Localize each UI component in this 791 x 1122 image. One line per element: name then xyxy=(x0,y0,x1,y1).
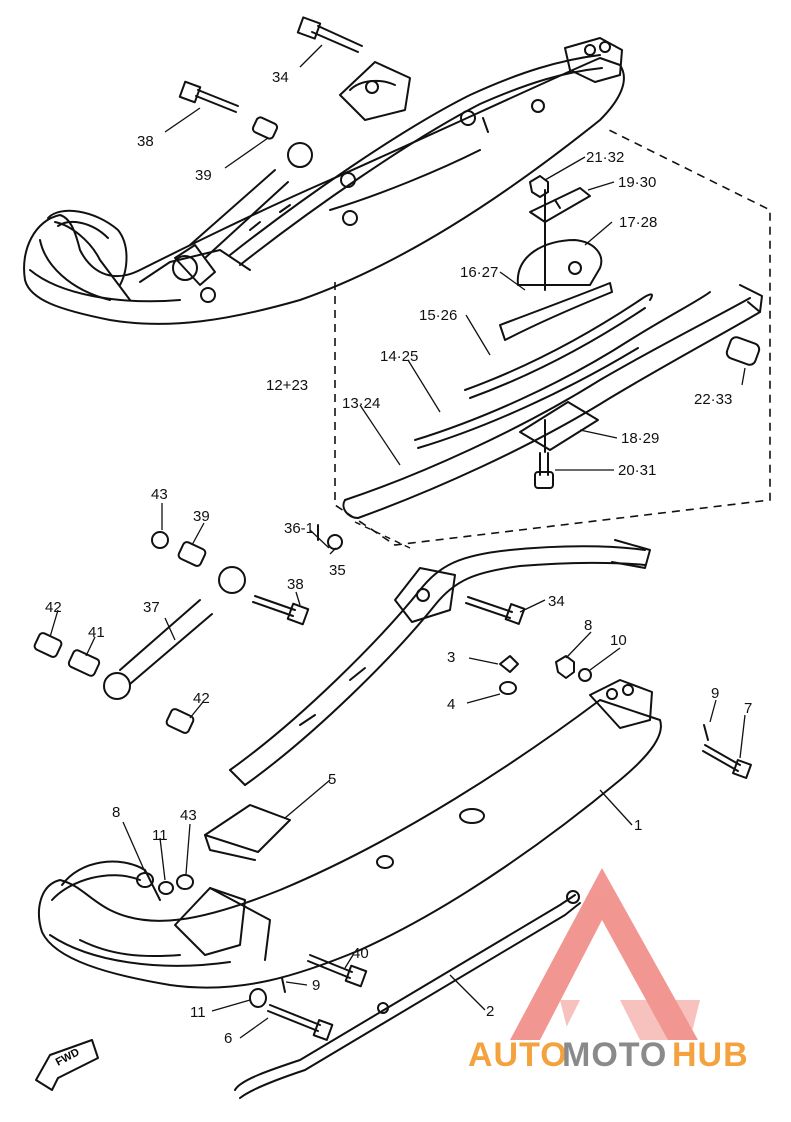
callout-39-mid: 39 xyxy=(193,508,210,525)
callout-40: 40 xyxy=(352,945,369,962)
callout-37: 37 xyxy=(143,599,160,616)
callout-10: 10 xyxy=(610,632,627,649)
callout-42-left: 42 xyxy=(45,599,62,616)
callout-39-top: 39 xyxy=(195,167,212,184)
callout-22-33: 22·33 xyxy=(694,391,732,408)
callout-14-25: 14·25 xyxy=(380,348,418,365)
callout-20-31: 20·31 xyxy=(618,462,656,479)
callout-11-lower: 11 xyxy=(190,1004,206,1021)
callout-18-29: 18·29 xyxy=(621,430,659,447)
callout-34-mid: 34 xyxy=(548,593,565,610)
callout-13-24: 13·24 xyxy=(342,395,380,412)
callout-7: 7 xyxy=(744,700,752,717)
callout-9-right: 9 xyxy=(711,685,719,702)
callout-4: 4 xyxy=(447,696,455,713)
watermark-part-hub: HUB xyxy=(672,1036,749,1074)
callout-12-23: 12+23 xyxy=(266,377,308,394)
fwd-label: FWD xyxy=(54,1046,82,1068)
watermark-triangle-logo xyxy=(510,868,700,1040)
watermark-part-moto: MOTO xyxy=(562,1036,667,1074)
callout-41: 41 xyxy=(88,624,105,641)
callout-1: 1 xyxy=(634,817,642,834)
callout-labels: 34 38 39 21·32 19·30 17·28 16·27 15·26 1… xyxy=(45,69,752,1047)
callout-16-27: 16·27 xyxy=(460,264,498,281)
callout-5: 5 xyxy=(328,771,336,788)
callout-43-mid: 43 xyxy=(151,486,168,503)
callout-36-1: 36-1 xyxy=(284,520,314,537)
callout-17-28: 17·28 xyxy=(619,214,657,231)
callout-38-mid: 38 xyxy=(287,576,304,593)
callout-38-top: 38 xyxy=(137,133,154,150)
inset-spring-parts xyxy=(342,175,763,519)
leader-lines xyxy=(49,44,746,1039)
upper-ski-assembly xyxy=(23,16,625,325)
callout-11-upper: 11 xyxy=(152,827,168,844)
watermark-part-auto: AUTO xyxy=(468,1036,568,1074)
callout-35: 35 xyxy=(329,562,346,579)
callout-3: 3 xyxy=(447,649,455,666)
callout-15-26: 15·26 xyxy=(419,307,457,324)
callout-21-32: 21·32 xyxy=(586,149,624,166)
callout-8-left: 8 xyxy=(112,804,120,821)
lower-exploded-parts xyxy=(33,524,752,1099)
fwd-arrow-icon: FWD xyxy=(35,1039,99,1091)
watermark-text: AUTO MOTO HUB xyxy=(468,1036,749,1074)
callout-2: 2 xyxy=(486,1003,494,1020)
callout-34-top: 34 xyxy=(272,69,289,86)
detail-inset-boundary xyxy=(334,127,771,546)
callout-8-right: 8 xyxy=(584,617,592,634)
callout-6: 6 xyxy=(224,1030,232,1047)
callout-42-mid: 42 xyxy=(193,690,210,707)
callout-43-low: 43 xyxy=(180,807,197,824)
callout-9-low: 9 xyxy=(312,977,320,994)
callout-19-30: 19·30 xyxy=(618,174,656,191)
